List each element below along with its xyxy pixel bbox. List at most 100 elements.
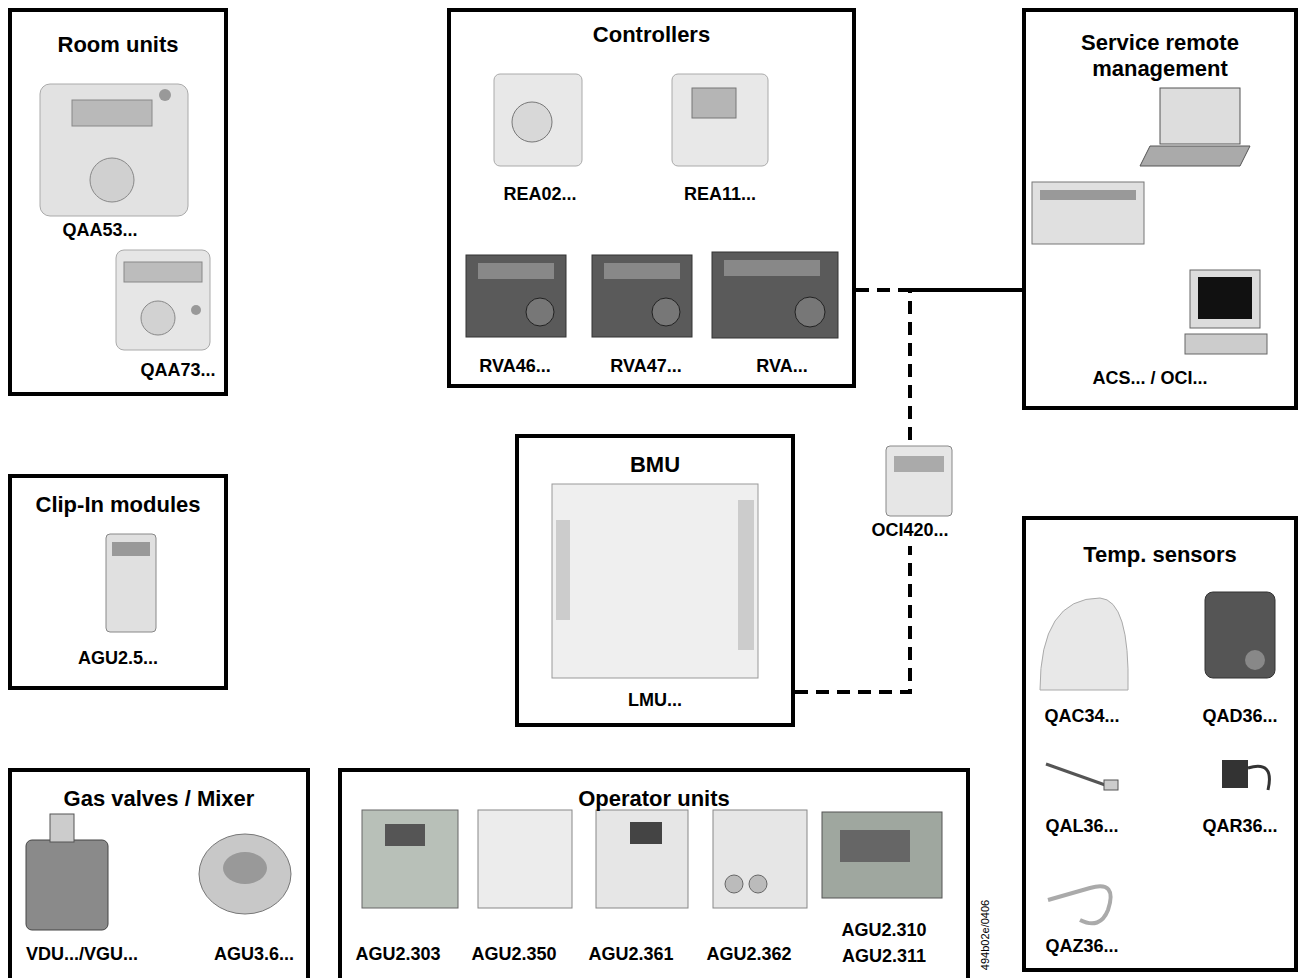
device-node: OCI420... bbox=[858, 440, 962, 546]
group-heading: Service remote management bbox=[1034, 30, 1286, 83]
gas-valve bbox=[26, 814, 108, 930]
service-module bbox=[1032, 182, 1144, 244]
clip-strap bbox=[1248, 766, 1269, 790]
mixer bbox=[199, 834, 291, 914]
device-name: REA11... bbox=[684, 184, 756, 205]
housing bbox=[106, 534, 156, 632]
bus-connection bbox=[795, 546, 910, 692]
device-name: QAL36... bbox=[1045, 816, 1118, 837]
device-name: QAA73... bbox=[140, 360, 215, 381]
button bbox=[159, 89, 171, 101]
display bbox=[385, 824, 425, 846]
device-name: OCI420... bbox=[871, 520, 948, 542]
service-laptop bbox=[1140, 88, 1250, 166]
bus-connection bbox=[910, 290, 1022, 440]
oci420-device bbox=[886, 446, 952, 516]
device-name: RVA... bbox=[756, 356, 807, 377]
controller-rva46 bbox=[466, 255, 566, 337]
laptop-screen bbox=[1160, 88, 1240, 144]
group-heading: Gas valves / Mixer bbox=[64, 786, 255, 812]
group-heading: Controllers bbox=[593, 22, 710, 48]
device-name: AGU2.310 bbox=[841, 920, 926, 941]
controller-rea02 bbox=[494, 74, 582, 166]
device-name: AGU2.5... bbox=[78, 648, 158, 669]
cable bbox=[1046, 764, 1108, 786]
group-box: Service remote management bbox=[1022, 8, 1298, 410]
group-heading: Temp. sensors bbox=[1083, 542, 1237, 568]
housing bbox=[1205, 592, 1275, 678]
device-name: AGU2.303 bbox=[355, 944, 440, 965]
laptop-base bbox=[1140, 146, 1250, 166]
group-heading: Operator units bbox=[578, 786, 730, 812]
room-unit-qaa73 bbox=[116, 250, 210, 350]
mixer-opening bbox=[223, 852, 267, 884]
operator-agu2303 bbox=[362, 810, 458, 908]
service-pc bbox=[1185, 270, 1267, 354]
sensor-qaz36 bbox=[1048, 886, 1111, 923]
fitting bbox=[1245, 650, 1265, 670]
operator-agu2362 bbox=[713, 810, 807, 908]
mixer-body bbox=[199, 834, 291, 914]
operator-agu2361 bbox=[596, 810, 688, 908]
terminals bbox=[738, 500, 754, 650]
plug bbox=[1104, 780, 1118, 790]
knob bbox=[795, 297, 825, 327]
device-name: QAR36... bbox=[1202, 816, 1277, 837]
device-name: AGU2.362 bbox=[706, 944, 791, 965]
housing bbox=[712, 252, 838, 338]
group-heading: BMU bbox=[630, 452, 680, 478]
housing bbox=[592, 255, 692, 337]
terminals bbox=[556, 520, 570, 620]
operator-agu2310 bbox=[822, 812, 942, 898]
device-name: LMU... bbox=[628, 690, 682, 711]
panel bbox=[596, 810, 688, 908]
controller-rva bbox=[712, 252, 838, 338]
display bbox=[72, 100, 152, 126]
device-name: AGU2.350 bbox=[471, 944, 556, 965]
device-name: QAZ36... bbox=[1045, 936, 1118, 957]
knob bbox=[652, 298, 680, 326]
group-heading: Clip-In modules bbox=[36, 492, 201, 518]
device-name: QAD36... bbox=[1202, 706, 1277, 727]
display bbox=[630, 822, 662, 844]
knob bbox=[749, 875, 767, 893]
sensor-qad36 bbox=[1205, 592, 1275, 678]
module-housing bbox=[1032, 182, 1144, 244]
operator-agu2350 bbox=[478, 810, 572, 908]
knob bbox=[90, 158, 134, 202]
group-box: Room units bbox=[8, 8, 228, 396]
screen bbox=[1198, 277, 1252, 319]
circuit-board bbox=[822, 812, 942, 898]
knob bbox=[725, 875, 743, 893]
valve-body bbox=[26, 840, 108, 930]
bmu-lmu bbox=[552, 484, 758, 678]
device-name: QAA53... bbox=[62, 220, 137, 241]
coil bbox=[50, 814, 74, 842]
window bbox=[894, 456, 944, 472]
device-name: QAC34... bbox=[1044, 706, 1119, 727]
cable bbox=[1048, 886, 1111, 923]
housing bbox=[672, 74, 768, 166]
display bbox=[840, 830, 910, 862]
device-name: VDU.../VGU... bbox=[26, 944, 138, 965]
circuit-board bbox=[362, 810, 458, 908]
document-code: 494b02e/0406 bbox=[979, 900, 992, 970]
device-name: RVA47... bbox=[610, 356, 681, 377]
housing bbox=[886, 446, 952, 516]
group-box: BMU bbox=[515, 434, 795, 727]
group-box: Temp. sensors bbox=[1022, 516, 1298, 972]
device-name: AGU2.311 bbox=[842, 946, 926, 967]
sensor-qar36 bbox=[1222, 760, 1269, 790]
terminals bbox=[1040, 190, 1136, 200]
device-name: RVA46... bbox=[479, 356, 550, 377]
housing bbox=[552, 484, 758, 678]
controller-rea11 bbox=[672, 74, 768, 166]
display bbox=[724, 260, 820, 276]
panel bbox=[713, 810, 807, 908]
display bbox=[478, 263, 554, 279]
dome bbox=[1040, 598, 1128, 690]
monitor bbox=[1190, 270, 1260, 328]
room-unit-qaa53 bbox=[40, 84, 188, 216]
panel bbox=[478, 810, 572, 908]
